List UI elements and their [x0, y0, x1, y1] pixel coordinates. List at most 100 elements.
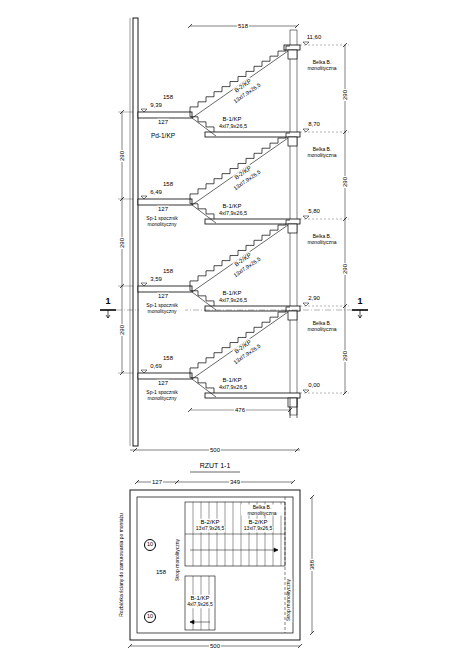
dimension-tick: [133, 448, 137, 452]
element-mark: B-1/KP: [221, 290, 242, 297]
elevation-marker: [303, 129, 309, 132]
stair-soffit: [192, 51, 288, 118]
stair-flight-b2: [190, 133, 290, 199]
elevation-text: 11,60: [306, 34, 323, 41]
stair-soffit: [192, 225, 288, 292]
extension-line: [300, 45, 349, 46]
extension-line: [300, 132, 349, 133]
reference-circle: 10: [144, 611, 156, 623]
dimension-text: 158: [162, 94, 174, 101]
plan-wall-outer: [130, 490, 300, 640]
stair-soffit: [192, 205, 216, 223]
elevation-text: 9,39: [149, 102, 163, 109]
landing-note: Sp-1 spocznik monolityczny: [139, 303, 185, 314]
dimension-text: 500: [209, 643, 221, 650]
stair-flight-b2: [190, 220, 290, 286]
stair-flight-b1: [190, 199, 214, 219]
dimension-tick: [175, 480, 179, 484]
beam-note: Belka B. monolityczna: [301, 234, 343, 245]
stair-flight-b1: [190, 112, 214, 132]
section-mark-text: 1: [356, 297, 363, 307]
element-mark: B-1/KP: [189, 595, 210, 602]
dimension-text: 290: [119, 149, 126, 161]
plan-flight-b1: [185, 576, 215, 630]
beam-section: [288, 224, 297, 233]
stair-soffit: [192, 292, 216, 310]
elevation-text: 5,80: [307, 208, 321, 215]
beam-section: [288, 137, 297, 146]
beam-note: Belka B. monolityczna: [301, 321, 343, 332]
stair-flight-b2: [190, 46, 290, 112]
floor-slab: [205, 393, 300, 398]
dimension-text: 349: [229, 479, 241, 486]
elevation-text: 2,90: [307, 295, 321, 302]
stair-spec: 4xl7,9x26,5: [218, 123, 248, 129]
extension-line: [300, 393, 349, 394]
dimension-tick: [310, 631, 314, 635]
extension-line: [118, 112, 133, 113]
dimension-text: 290: [342, 88, 349, 100]
plan-wall-inner: [137, 497, 293, 633]
reference-number: 10: [147, 542, 153, 548]
walking-line: [190, 550, 278, 551]
elevation-text: 8,70: [307, 121, 321, 128]
dimension-text: 127: [157, 119, 169, 126]
beam-note: Belka B. monolityczna: [241, 505, 283, 516]
extension-line: [118, 199, 133, 200]
landing-slab: [138, 199, 192, 205]
element-mark: B-1/KP: [221, 203, 242, 210]
dimension-text: 518: [237, 23, 249, 30]
dimension-text: 388: [309, 559, 316, 571]
elevation-marker: [141, 370, 147, 373]
dimension-text: 290: [342, 349, 349, 361]
element-mark: Pd-1/KP: [150, 132, 176, 139]
extension-line: [300, 219, 349, 220]
dimension-tick: [291, 480, 295, 484]
dimension-tick: [188, 408, 192, 412]
beam-section: [288, 50, 297, 59]
stair-soffit: [192, 118, 216, 136]
elevation-text: 0,00: [307, 382, 321, 389]
dimension-text: 158: [162, 268, 174, 275]
dimension-text: 290: [119, 323, 126, 335]
plan-flight-b2: [185, 502, 285, 566]
dimension-text: 158: [155, 569, 167, 576]
elevation-text: 0,69: [149, 363, 163, 370]
beam-section: [288, 398, 297, 407]
elevation-marker: [303, 390, 309, 393]
stair-spec: 4xl7,9x26,5: [218, 384, 248, 390]
stair-spec: 4xl7,9x26,5: [186, 602, 214, 608]
reference-circle: 10: [144, 539, 156, 551]
elevation-marker: [141, 196, 147, 199]
slab-note: Strop monolityczny: [175, 538, 181, 582]
elevation-text: 6,49: [149, 189, 163, 196]
beam-section: [288, 311, 297, 320]
stair-spec: 13xl7,9x26,5: [243, 526, 273, 532]
extension-line: [118, 373, 133, 374]
wall-face: [130, 18, 131, 446]
plan-flight-divider: [185, 534, 285, 535]
landing-note: Sp-1 spocznik monolityczny: [139, 390, 185, 401]
stair-spec: 4xl7,9x26,5: [218, 210, 248, 216]
landing-slab: [138, 286, 192, 292]
dimension-tick: [128, 644, 132, 648]
section-arrow: [358, 310, 362, 318]
stair-soffit: [192, 138, 288, 205]
elevation-text: 3,59: [149, 276, 163, 283]
walking-arrow: [274, 548, 278, 552]
foundation-line: [297, 398, 298, 418]
dimension-text: 290: [342, 175, 349, 187]
elevation-marker: [303, 42, 309, 45]
dimension-text: 476: [234, 407, 246, 414]
walking-arrow: [190, 620, 194, 624]
dimension-tick: [295, 448, 299, 452]
dimension-tick: [288, 408, 292, 412]
section-mark-text: 1: [104, 297, 111, 307]
dimension-tick: [295, 24, 299, 28]
dimension-text: 158: [162, 355, 174, 362]
stair-spec: 4xl7,9x26,5: [218, 297, 248, 303]
landing-slab: [138, 373, 192, 379]
dimension-text: 500: [209, 447, 221, 454]
